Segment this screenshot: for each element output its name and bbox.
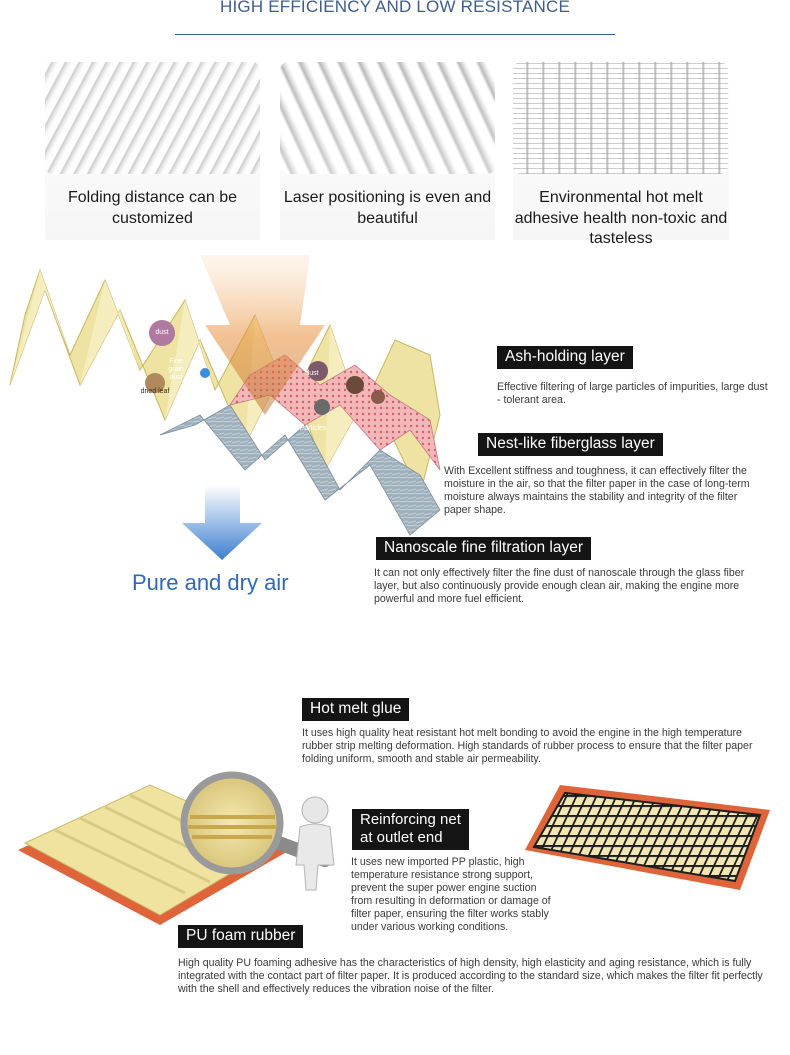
fine-grain-dust-label: Fine grain dust (168, 358, 184, 381)
ash-holding-layer-desc: Effective filtering of large particles o… (497, 381, 768, 406)
pleated-paper-photo (45, 62, 260, 174)
dust-label: dust (155, 329, 169, 336)
feature-caption: Environmental hot melt adhesive health n… (514, 189, 728, 247)
filter-layers-illustration (9, 255, 441, 560)
fiberglass-layer-desc: With Excellent stiffness and toughness, … (444, 465, 750, 516)
pu-foam-title: PU foam rubber (178, 925, 304, 948)
laser-pleats-photo (280, 62, 495, 174)
feature-caption: Folding distance can be customized (68, 189, 237, 227)
nanoscale-layer-title: Nanoscale fine filtration layer (376, 537, 592, 560)
reinforcing-net-title-line2: at outlet end (360, 829, 443, 846)
ash-holding-layer-title: Ash-holding layer (497, 346, 633, 369)
nanoscale-layer-desc: It can not only effectively filter the f… (374, 567, 745, 605)
reinforcing-net-desc: It uses new imported PP plastic, high te… (351, 856, 551, 933)
reinforcing-net-title-line1: Reinforcing net (360, 811, 461, 828)
feature-card-hotmelt: Environmental hot melt adhesive health n… (513, 50, 729, 247)
feature-caption: Laser positioning is even and beautiful (283, 189, 492, 227)
filter-structure-illustration (18, 771, 770, 925)
feature-card-folding: Folding distance can be customized (45, 50, 260, 240)
pu-foam-desc: High quality PU foaming adhesive has the… (178, 957, 763, 995)
dried-leaf-label: dried leaf (140, 388, 170, 395)
title-divider (175, 34, 615, 35)
particles-label: Particles (299, 425, 327, 432)
dust-label-2: dust (305, 370, 319, 377)
hot-melt-desc: It uses high quality heat resistant hot … (302, 727, 753, 765)
hot-melt-title: Hot melt glue (302, 698, 410, 721)
fiberglass-layer-title: Nest-like fiberglass layer (478, 433, 663, 456)
feature-card-laser: Laser positioning is even and beautiful (280, 50, 495, 240)
pure-air-label: Pure and dry air (132, 570, 289, 595)
hot-melt-grid-photo (513, 62, 728, 174)
reinforcing-net-title: Reinforcing net at outlet end (352, 809, 469, 850)
page-title: HIGH EFFICIENCY AND LOW RESISTANCE (220, 0, 570, 16)
